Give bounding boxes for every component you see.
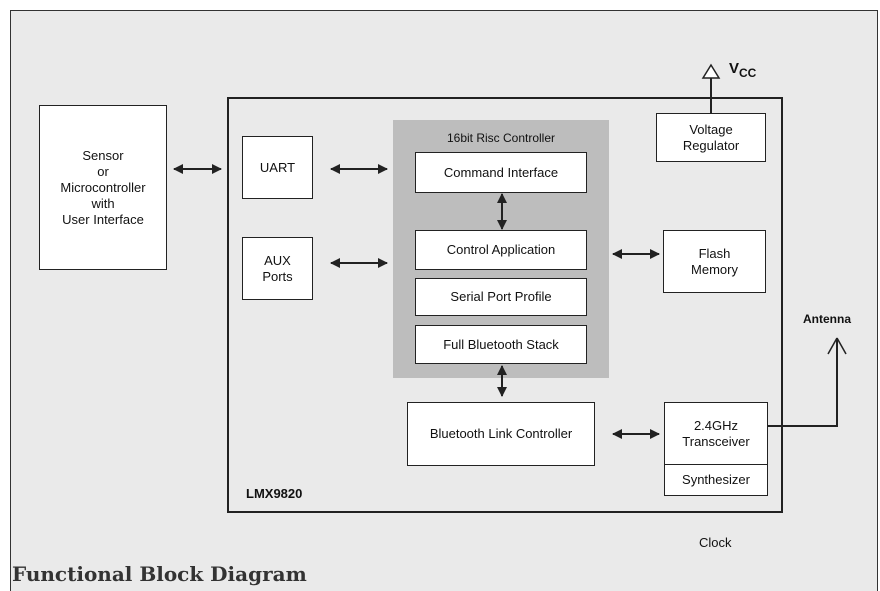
vcc-label: VCC	[729, 60, 756, 80]
lmx9820-chip-outline	[227, 97, 783, 513]
command-interface-box: Command Interface	[415, 152, 587, 193]
antenna-feed-line	[768, 338, 838, 427]
voltage-regulator-box: Voltage Regulator	[656, 113, 766, 162]
full-bluetooth-stack-box: Full Bluetooth Stack	[415, 325, 587, 364]
uart-box: UART	[242, 136, 313, 199]
control-application-box: Control Application	[415, 230, 587, 270]
serial-port-profile-box: Serial Port Profile	[415, 278, 587, 316]
diagram-title: Functional Block Diagram	[12, 562, 307, 586]
vcc-subscript: CC	[739, 66, 757, 80]
antenna-label: Antenna	[803, 312, 851, 326]
flash-memory-box: Flash Memory	[663, 230, 766, 293]
aux-ports-box: AUX Ports	[242, 237, 313, 300]
chip-label: LMX9820	[246, 486, 303, 501]
synthesizer-box: Synthesizer	[664, 464, 768, 496]
bluetooth-link-controller-box: Bluetooth Link Controller	[407, 402, 595, 466]
antenna-icon	[827, 337, 847, 355]
risc-controller-label: 16bit Risc Controller	[446, 131, 556, 145]
vcc-triangle	[701, 63, 721, 79]
sensor-microcontroller-box: Sensor or Microcontroller with User Inte…	[39, 105, 167, 270]
vcc-main: V	[729, 60, 740, 77]
transceiver-box: 2.4GHz Transceiver	[664, 402, 768, 466]
clock-label: Clock	[699, 535, 732, 550]
